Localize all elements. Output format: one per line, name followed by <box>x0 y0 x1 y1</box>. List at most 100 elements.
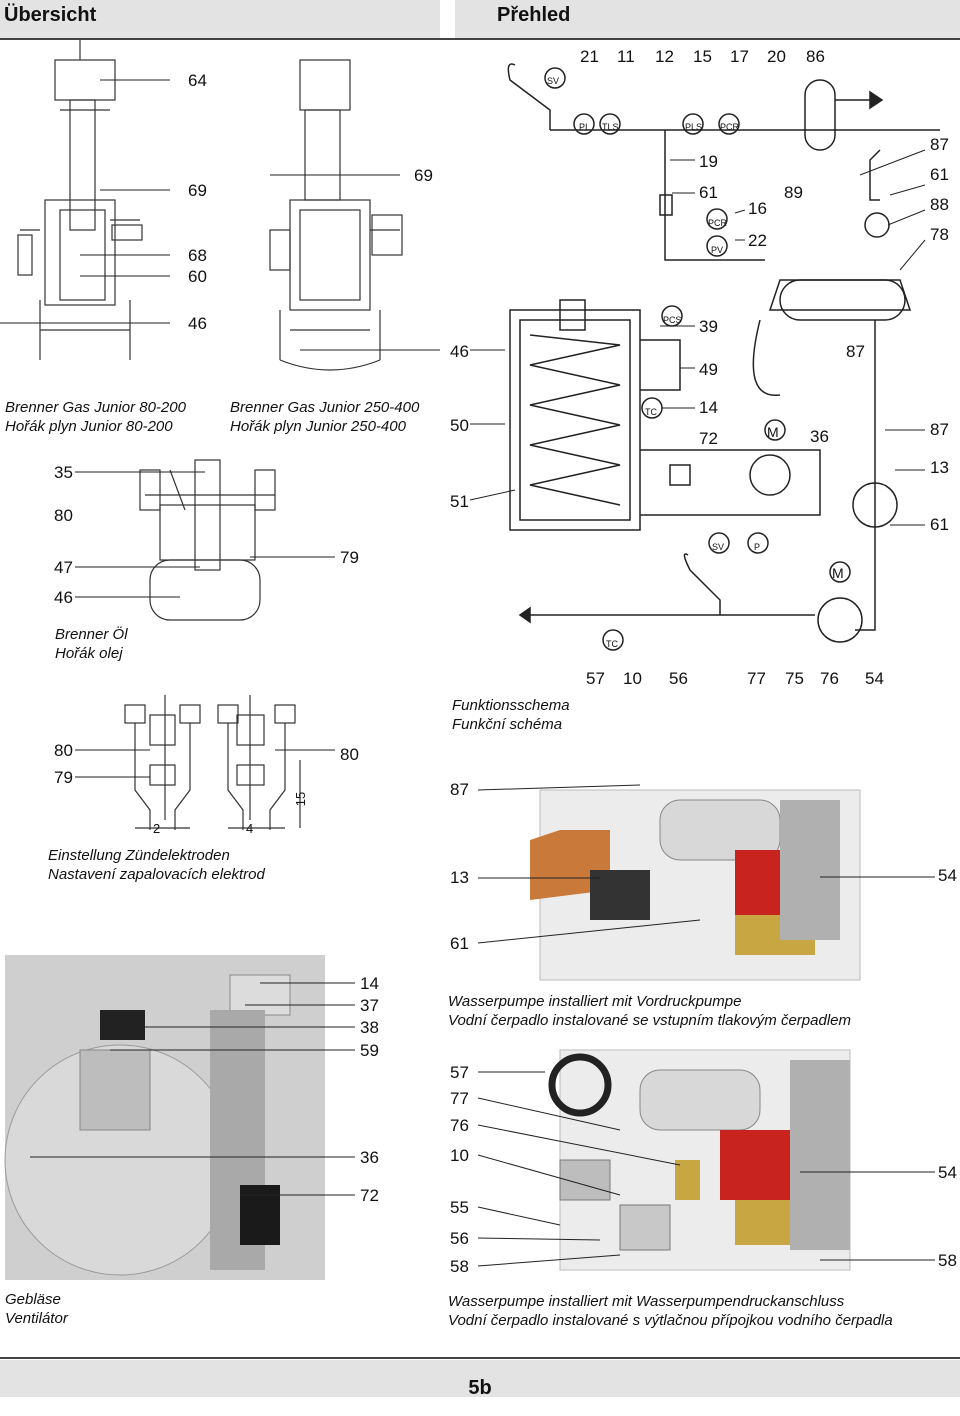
label-80-oil: 80 <box>54 506 73 525</box>
label-79-electrode: 79 <box>54 768 73 787</box>
header-left-title: Übersicht <box>4 4 97 26</box>
label-75: 75 <box>785 669 804 688</box>
header-left: Übersicht <box>0 0 440 40</box>
label-87-right-b: 87 <box>930 420 949 439</box>
label-87-mid: 87 <box>846 342 865 361</box>
label-57-schema: 57 <box>586 669 605 688</box>
label-56-schema: 56 <box>669 669 688 688</box>
label-61-right-a: 61 <box>930 165 949 184</box>
label-35: 35 <box>54 463 73 482</box>
label-15: 15 <box>693 47 712 66</box>
label-37: 37 <box>360 996 379 1015</box>
caption-pump-end: Wasserpumpe installiert mit Wasserpumpen… <box>448 1293 893 1329</box>
label-54-schema: 54 <box>865 669 884 688</box>
label-89: 89 <box>784 183 803 202</box>
footer: 5b <box>0 1360 960 1399</box>
electrode-drawing <box>124 695 301 830</box>
tag-m-mid: M <box>767 424 779 440</box>
label-38: 38 <box>360 1018 379 1037</box>
label-61-mid: 61 <box>699 183 718 202</box>
function-schema-drawing <box>507 63 940 651</box>
label-36-blower: 36 <box>360 1148 379 1167</box>
oil-burner-drawing <box>139 459 276 621</box>
label-36-schema: 36 <box>810 427 829 446</box>
tag-tc-mid: TC <box>645 407 657 417</box>
label-87-right-a: 87 <box>930 135 949 154</box>
label-88: 88 <box>930 195 949 214</box>
pump-photo-1 <box>530 789 861 981</box>
label-13-pump1: 13 <box>450 868 469 887</box>
label-46-schema: 46 <box>450 342 469 361</box>
label-87-pump1: 87 <box>450 780 469 799</box>
label-61-pump1: 61 <box>450 934 469 953</box>
label-13-schema: 13 <box>930 458 949 477</box>
tag-pls: PLS <box>685 122 703 132</box>
label-77-schema: 77 <box>747 669 766 688</box>
caption-electrodes: Einstellung Zündelektroden Nastavení zap… <box>48 847 265 883</box>
label-14-blower: 14 <box>360 974 379 993</box>
label-64: 64 <box>188 71 207 90</box>
label-16: 16 <box>748 199 767 218</box>
label-17: 17 <box>730 47 749 66</box>
tag-pv: PV <box>711 245 724 255</box>
dim-4: 4 <box>246 821 254 836</box>
caption-function-schema: Funktionsschema Funkční schéma <box>452 697 570 733</box>
tag-m-bottom: M <box>832 565 844 581</box>
label-80-electrode-right: 80 <box>340 745 359 764</box>
label-58-left: 58 <box>450 1257 469 1276</box>
label-50: 50 <box>450 416 469 435</box>
separator-1 <box>0 38 960 40</box>
label-39: 39 <box>699 317 718 336</box>
label-72-schema: 72 <box>699 429 718 448</box>
label-11: 11 <box>617 47 635 66</box>
label-80-electrode-left: 80 <box>54 741 73 760</box>
label-86: 86 <box>806 47 825 66</box>
dim-15: 15 <box>293 791 309 807</box>
label-54-pump2: 54 <box>938 1163 957 1182</box>
label-61-right-b: 61 <box>930 515 949 534</box>
pump-photo-2 <box>548 1049 851 1271</box>
label-76-schema: 76 <box>820 669 839 688</box>
tag-tc-bottom: TC <box>606 639 618 649</box>
label-22: 22 <box>748 231 767 250</box>
leader-lines <box>0 79 935 1267</box>
label-57-pump2: 57 <box>450 1063 469 1082</box>
tag-pcr-mid: PCR <box>708 218 728 228</box>
blower-photo <box>4 955 325 1280</box>
label-69-a: 69 <box>188 181 207 200</box>
label-77-pump2: 77 <box>450 1089 469 1108</box>
tag-sv-bottom: SV <box>712 542 725 552</box>
dim-2: 2 <box>153 821 161 836</box>
label-51: 51 <box>450 492 469 511</box>
label-58-right: 58 <box>938 1251 957 1270</box>
tag-tls: TLS <box>602 122 619 132</box>
label-14-schema: 14 <box>699 398 718 417</box>
label-46-gas: 46 <box>188 314 207 333</box>
page-number: 5b <box>468 1377 492 1399</box>
label-60: 60 <box>188 267 207 286</box>
label-10-schema: 10 <box>623 669 642 688</box>
label-59: 59 <box>360 1041 379 1060</box>
gas-burner-250-drawing <box>269 59 403 371</box>
caption-gas-junior-80: Brenner Gas Junior 80-200 Hořák plyn Jun… <box>5 399 186 435</box>
tag-p: P <box>754 542 761 552</box>
caption-oil-burner: Brenner Öl Hořák olej <box>55 626 128 662</box>
header-right: Přehled <box>455 0 960 40</box>
tag-sv-top: SV <box>547 76 560 86</box>
label-12: 12 <box>655 47 674 66</box>
label-55: 55 <box>450 1198 469 1217</box>
label-20: 20 <box>767 47 786 66</box>
separator-2 <box>0 1357 960 1359</box>
tag-pcs: PCS <box>663 315 682 325</box>
label-54-pump1: 54 <box>938 866 957 885</box>
caption-pump-pre: Wasserpumpe installiert mit Vordruckpump… <box>448 993 851 1029</box>
label-72-blower: 72 <box>360 1186 379 1205</box>
label-78: 78 <box>930 225 949 244</box>
label-49: 49 <box>699 360 718 379</box>
label-79-oil: 79 <box>340 548 359 567</box>
caption-gas-junior-250: Brenner Gas Junior 250-400 Hořák plyn Ju… <box>230 399 420 435</box>
label-69-b: 69 <box>414 166 433 185</box>
label-19: 19 <box>699 152 718 171</box>
header-right-title: Přehled <box>497 4 571 26</box>
